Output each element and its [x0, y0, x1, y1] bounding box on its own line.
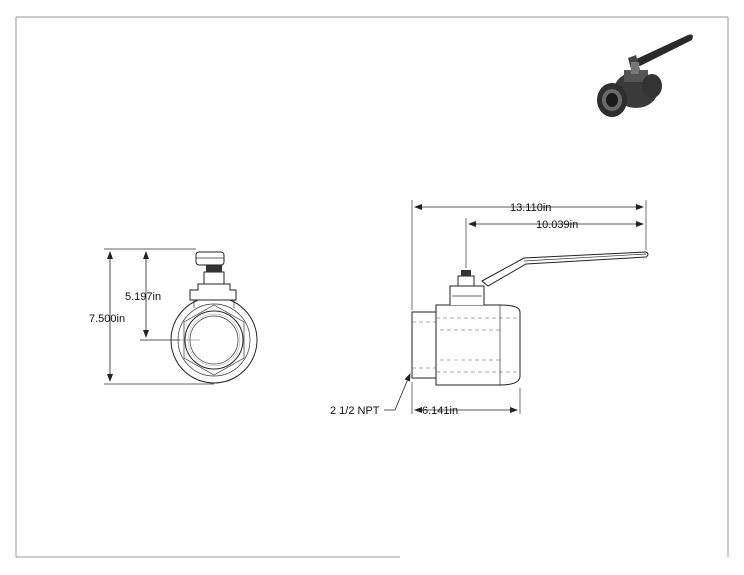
ball-valve-isometric-icon — [597, 34, 693, 117]
handle-length-label: 10.039in — [536, 219, 578, 231]
overall-height-label: 7.500in — [89, 313, 125, 325]
overall-length-label: 13.110in — [510, 202, 551, 214]
body-length-label: 6.141in — [422, 405, 458, 417]
stem-height-label: 5.197in — [125, 291, 161, 303]
end-view-dimensions — [104, 248, 214, 385]
sheet-border — [15, 16, 729, 558]
thread-callout-label: 2 1/2 NPT — [330, 405, 380, 417]
front-view — [411, 251, 649, 386]
front-view-dimensions — [384, 200, 647, 414]
end-view — [140, 251, 258, 384]
